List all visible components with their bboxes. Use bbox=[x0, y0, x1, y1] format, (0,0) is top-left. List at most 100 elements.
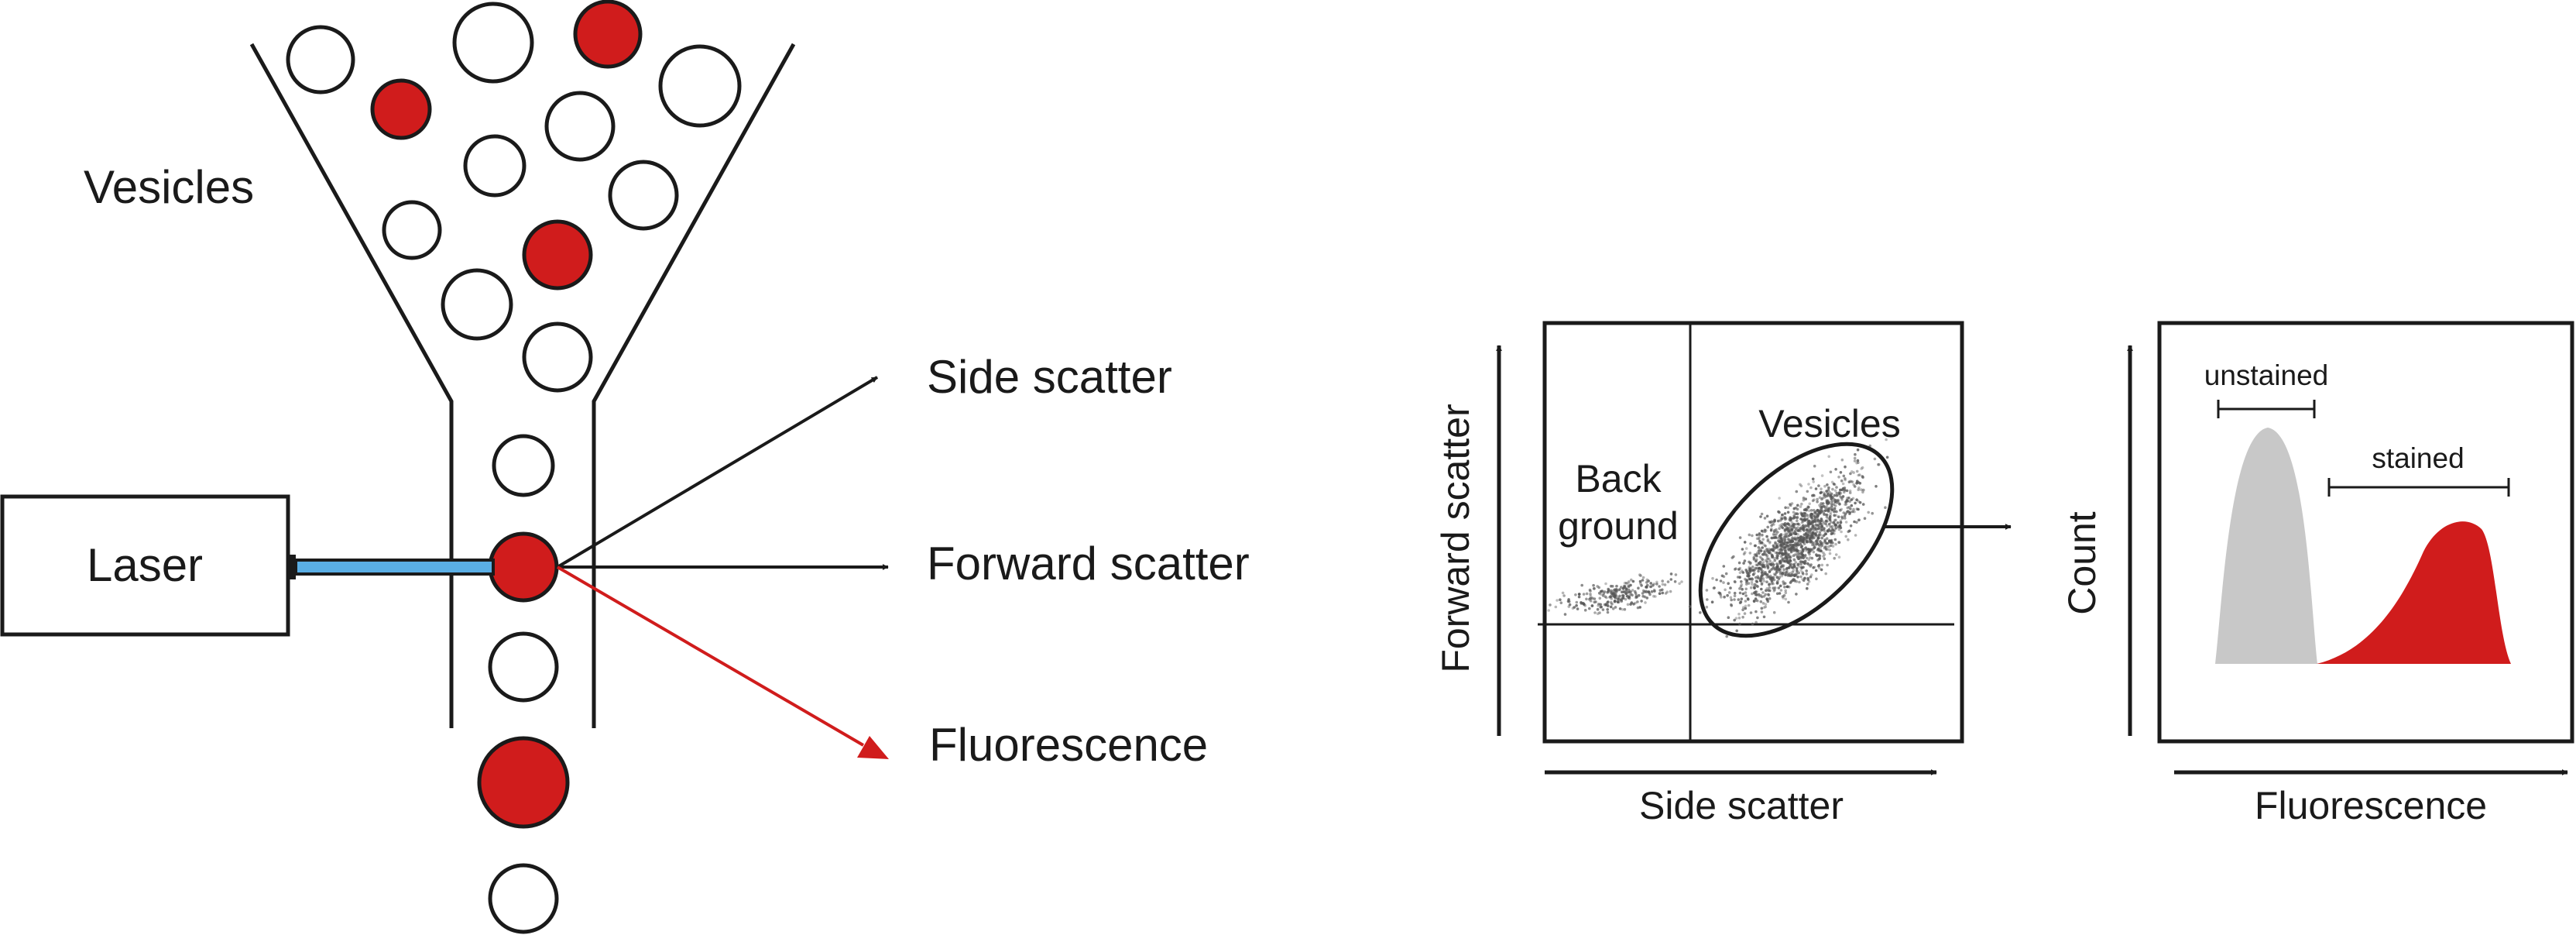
vesicle-event-dot bbox=[1811, 524, 1814, 528]
vesicle-event-dot bbox=[1758, 533, 1761, 536]
vesicle-event-dot bbox=[1796, 541, 1799, 545]
vesicle-event-dot bbox=[1790, 521, 1794, 524]
vesicle-event-dot bbox=[1820, 536, 1823, 540]
vesicle-event-dot bbox=[1780, 574, 1784, 578]
background-event-dot bbox=[1627, 580, 1631, 583]
vesicle-event-dot bbox=[1784, 524, 1788, 527]
vesicle-event-dot bbox=[1751, 583, 1754, 586]
vesicle-event-dot bbox=[1782, 568, 1785, 571]
vesicle-event-dot bbox=[1794, 529, 1797, 532]
vesicle-event-dot bbox=[1761, 530, 1765, 533]
vesicle-event-dot bbox=[1759, 549, 1763, 552]
vesicle-event-dot bbox=[1819, 505, 1823, 509]
vesicle-event-dot bbox=[1760, 570, 1764, 574]
vesicle-event-dot bbox=[1779, 516, 1783, 519]
background-event-dot bbox=[1597, 603, 1600, 606]
background-event-dot bbox=[1621, 587, 1625, 590]
background-event-dot bbox=[1589, 594, 1593, 598]
vesicle-event-dot bbox=[1820, 528, 1824, 531]
vesicle-event-dot bbox=[1806, 490, 1809, 493]
vesicle-event-dot bbox=[1778, 552, 1781, 555]
vesicle-event-dot bbox=[1799, 562, 1803, 565]
vesicle-event-dot bbox=[1788, 529, 1791, 532]
vesicle-event-dot bbox=[1796, 519, 1799, 522]
vesicle-event-dot bbox=[1782, 571, 1785, 575]
vesicle-event-dot bbox=[1840, 530, 1843, 534]
vesicle-event-dot bbox=[1768, 596, 1772, 600]
background-event-dot bbox=[1613, 595, 1616, 599]
vesicle-event-dot bbox=[1743, 559, 1747, 562]
vesicle-event-dot bbox=[1819, 519, 1823, 523]
vesicle-event-dot bbox=[1795, 544, 1799, 547]
vesicle-event-dot bbox=[1782, 564, 1785, 567]
vesicle-event-dot bbox=[1805, 517, 1809, 521]
background-event-dot bbox=[1658, 585, 1661, 588]
scatter-dots bbox=[1547, 438, 1889, 638]
vesicle-event-dot bbox=[1802, 498, 1806, 502]
vesicle-event-dot bbox=[1757, 593, 1761, 596]
vesicle-event-dot bbox=[1827, 500, 1830, 504]
vesicle-event-dot bbox=[1858, 500, 1862, 504]
vesicle-event-dot bbox=[1803, 538, 1806, 541]
vesicle-event-dot bbox=[1820, 507, 1823, 510]
vesicle-event-dot bbox=[1855, 507, 1859, 510]
vesicle-event-dot bbox=[1783, 552, 1786, 556]
vesicle-event-dot bbox=[1807, 580, 1811, 583]
vesicle-event-dot bbox=[1786, 506, 1790, 510]
vesicle-event-dot bbox=[1797, 565, 1800, 568]
background-event-dot bbox=[1611, 607, 1615, 610]
background-event-dot bbox=[1629, 603, 1632, 606]
vesicle-event-dot bbox=[1762, 615, 1766, 619]
vesicle-event-dot bbox=[1741, 571, 1745, 574]
vesicle-event-dot bbox=[1823, 539, 1827, 543]
vesicle-event-dot bbox=[1854, 534, 1857, 537]
background-event-dot bbox=[1620, 586, 1623, 589]
vesicle-event-dot bbox=[1796, 576, 1799, 579]
vesicle-event-dot bbox=[1776, 531, 1779, 534]
vesicle-event-dot bbox=[1830, 500, 1833, 503]
vesicle-event-dot bbox=[1733, 618, 1736, 622]
vesicle-event-dot bbox=[1787, 548, 1791, 552]
vesicle-event-dot bbox=[1873, 457, 1877, 461]
vesicle-event-dot bbox=[1820, 502, 1823, 505]
vesicle-event-dot bbox=[1766, 538, 1770, 541]
vesicle-event-dot bbox=[1772, 576, 1775, 579]
vesicle-event-dot bbox=[1767, 593, 1770, 596]
vesicle-event-dot bbox=[1744, 607, 1748, 610]
vesicle-event-dot bbox=[1793, 541, 1797, 545]
vesicle-event-dot bbox=[1781, 537, 1784, 541]
vesicle-event-dot bbox=[1744, 577, 1747, 581]
vesicle-event-dot bbox=[1766, 539, 1770, 543]
vesicle-event-dot bbox=[1744, 600, 1748, 603]
background-event-dot bbox=[1669, 590, 1672, 593]
vesicle-event-dot bbox=[1791, 540, 1794, 544]
vesicle-event-dot bbox=[1775, 592, 1779, 596]
background-event-dot bbox=[1649, 582, 1652, 585]
vesicle-event-dot bbox=[1815, 542, 1818, 545]
vesicle-event-dot bbox=[1835, 486, 1838, 489]
background-event-dot bbox=[1655, 583, 1658, 586]
vesicle-event-dot bbox=[1752, 555, 1756, 559]
vesicle-event-dot bbox=[1835, 491, 1838, 495]
vesicle-event-dot bbox=[1763, 565, 1767, 569]
vesicle-event-dot bbox=[1748, 533, 1751, 537]
unstained-vesicle bbox=[492, 434, 555, 497]
background-event-dot bbox=[1556, 599, 1559, 602]
vesicle-event-dot bbox=[1760, 563, 1763, 566]
vesicle-event-dot bbox=[1844, 535, 1847, 538]
vesicle-event-dot bbox=[1787, 538, 1790, 541]
vesicle-event-dot bbox=[1837, 555, 1841, 559]
vesicle-event-dot bbox=[1827, 517, 1830, 521]
vesicle-event-dot bbox=[1782, 580, 1785, 583]
vesicle-event-dot bbox=[1837, 528, 1841, 531]
background-event-dot bbox=[1606, 610, 1610, 614]
stained-range-bracket bbox=[2327, 478, 2510, 497]
vesicle-event-dot bbox=[1783, 582, 1787, 585]
vesicle-event-dot bbox=[1810, 556, 1814, 560]
vesicle-event-dot bbox=[1799, 549, 1803, 553]
background-event-dot bbox=[1640, 600, 1643, 603]
vesicle-event-dot bbox=[1776, 519, 1780, 523]
vesicle-event-dot bbox=[1815, 540, 1819, 543]
vesicle-event-dot bbox=[1775, 528, 1778, 531]
vesicle-event-dot bbox=[1768, 559, 1772, 562]
